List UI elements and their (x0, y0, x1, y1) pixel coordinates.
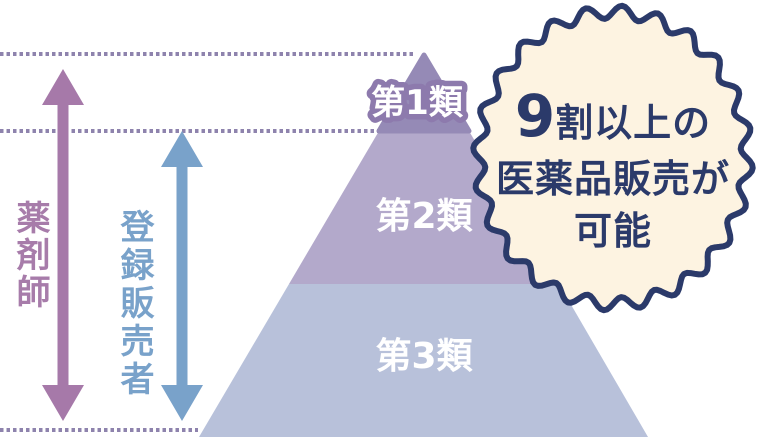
badge-line-2: 医薬品販売が (495, 157, 730, 201)
dotted-guide-line-bottom (0, 428, 198, 432)
double-headed-arrow (161, 131, 203, 421)
dotted-guide-line-top (0, 52, 413, 56)
tier-3-region (199, 284, 648, 437)
registered-seller-range-arrow (161, 131, 203, 421)
tier-3-label: 第3類 (375, 336, 473, 377)
dotted-guide-line-middle (0, 129, 378, 133)
badge-line-3: 可能 (573, 209, 652, 253)
tier-1-label: 第1類 (371, 83, 464, 123)
tier-1-region (376, 52, 472, 134)
badge-text: 9割以上の 医薬品販売が 可能 (463, 86, 763, 257)
badge-number-9: 9 (514, 82, 556, 150)
tier-2-label: 第2類 (375, 196, 473, 237)
badge-line-1-rest: 割以上の (555, 101, 712, 145)
double-headed-arrow (42, 69, 84, 421)
badge-line-1: 9割以上の (463, 86, 763, 153)
pharmacist-label: 薬剤師 (10, 200, 50, 311)
pharmacist-range-arrow (42, 69, 84, 421)
badge-scalloped-border (470, 2, 756, 314)
registered-seller-label: 登録販売者 (114, 209, 154, 399)
